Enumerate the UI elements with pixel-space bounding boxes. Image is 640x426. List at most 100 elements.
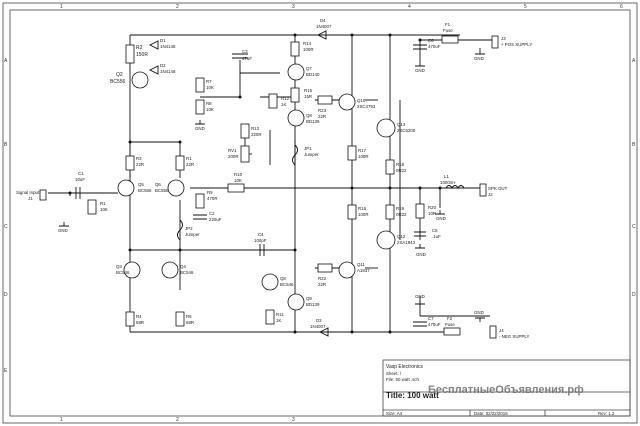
transistor-q8-lower-ref-label: Q8 (280, 276, 286, 281)
resistor-r16-ref-label: R16 (358, 206, 367, 211)
resistor-r1-value-label: 10K (100, 207, 108, 212)
ground-symbol-6-label: GND (474, 56, 484, 61)
transistor-q10-value-label: 2SC4793 (357, 104, 376, 109)
resistor-r15-value-label: 15R (304, 94, 312, 99)
resistor-r6: R6 68R (175, 311, 194, 327)
row-label-d-right: D (632, 292, 636, 298)
col-label-6: 6 (620, 4, 623, 10)
col-label-3-bottom: 3 (292, 417, 295, 423)
fuse-f2: F2 Fuse (443, 316, 461, 336)
col-label-2-bottom: 2 (176, 417, 179, 423)
resistor-r3-ref-label: R3 (136, 156, 142, 161)
resistor-r22-ref-label: R22 (318, 276, 327, 281)
transistor-q10: Q10 2SC4793 (338, 93, 376, 111)
col-label-3: 3 (292, 4, 295, 10)
resistor-r18: R18 0R22 (385, 159, 407, 175)
col-label-2: 2 (176, 4, 179, 10)
resistor-r4: R4 68R (125, 311, 144, 327)
capacitor-c2: C2 220uF (193, 211, 222, 222)
resistor-r6-value-label: 68R (186, 320, 194, 325)
resistor-r10-ref-label: R10 (234, 172, 243, 177)
capacitor-c4: C4 100pF (254, 232, 267, 256)
resistor-r23: R23 22R (317, 95, 333, 119)
capacitor-c6: C6 470uF (413, 38, 441, 50)
resistor-r4-value-label: 68R (136, 320, 144, 325)
resistor-r2-ref-label: R2 (136, 45, 143, 51)
connector-j4-label: - NEG SUPPLY (499, 334, 529, 339)
ground-symbol-5: GND (415, 62, 425, 73)
transistor-q4-ref-label: Q4 (180, 264, 186, 269)
resistor-r1: R1 10K (87, 199, 108, 215)
junction-dots (68, 33, 442, 334)
transistor-q8-lower: Q8 BC546 (261, 273, 294, 291)
title-date: Date: 02/22/2016 (474, 411, 508, 416)
resistor-r23-ref-label: R23 (318, 108, 327, 113)
fuse-f1-value-label: Fuse (443, 28, 453, 33)
transistor-q5: Q5 BC556 (117, 179, 152, 197)
resistor-r11-value-label: 1K (276, 318, 281, 323)
transistor-q13-ref-label: Q13 (397, 122, 406, 127)
capacitor-c7: C7 470uF (413, 316, 441, 327)
ground-symbol-5-label: GND (415, 68, 425, 73)
resistor-r23-value-label: 22R (318, 114, 326, 119)
ground-symbol-7-label: GND (415, 294, 425, 299)
capacitor-c3-value-label: 47uF (242, 56, 252, 61)
title-block: Vasp Electronics Sheet: / File: 50 watt … (382, 359, 631, 417)
diode-d1-value-label: 1N4148 (160, 44, 176, 49)
resistor-r8-ref-label: R8 (206, 101, 212, 106)
title-company: Vasp Electronics (386, 364, 423, 370)
capacitor-c6-ref-label: C6 (428, 38, 434, 43)
transistor-q13: Q13 2SC5200 (376, 118, 416, 138)
transistor-q6: Q6 BC556 (155, 179, 185, 197)
resistor-r18-value-label: 0R22 (396, 168, 407, 173)
ground-symbol-8: GND (474, 310, 485, 322)
diode-d3-value-label: 1N4007 (310, 324, 326, 329)
transistor-q12-value-label: 2SA1943 (397, 240, 416, 245)
capacitor-c4-ref-label: C4 (258, 232, 264, 237)
transistor-q8-value-label: BD139 (306, 119, 320, 124)
transistor-q8-ref-label: Q8 (306, 113, 312, 118)
connector-j3: J3 + POS SUPPLY (491, 35, 532, 49)
resistor-r8-value-label: 10K (206, 107, 214, 112)
resistor-r11-ref-label: R11 (276, 312, 284, 317)
resistor-r15-ref-label: R15 (304, 88, 313, 93)
ground-symbol-4-label: GND (436, 216, 446, 221)
diode-d2: D2 1N4148 (148, 63, 176, 75)
fuse-f2-value-label: Fuse (445, 322, 455, 327)
row-label-a: A (4, 58, 8, 64)
ground-symbol-7: GND (415, 294, 425, 305)
col-label-4: 4 (408, 4, 411, 10)
capacitor-c6-value-label: 470uF (428, 44, 441, 49)
resistor-r3: R3 22R (125, 155, 144, 171)
resistor-r4-ref-label: R4 (136, 314, 142, 319)
fuse-f1-ref-label: F1 (445, 22, 451, 27)
transistor-q9-ref-label: Q9 (306, 296, 312, 301)
resistor-r16: R16 100R (347, 204, 369, 220)
jumper-jp2: JP2 Jumper (177, 219, 200, 241)
title-text: Title: 100 watt (386, 391, 439, 400)
capacitor-c2-value-label: 220uF (209, 217, 222, 222)
resistor-r1-top: R1 22R (175, 155, 194, 171)
transistor-q2-value-label: BC556 (110, 79, 126, 85)
connector-j3-ref-label: J3 (501, 36, 506, 41)
potentiometer-rv1-ref-label: RV1 (228, 148, 237, 153)
resistor-r13-value-label: 220R (251, 132, 262, 137)
col-label-1-bottom: 1 (60, 417, 63, 423)
transistor-q2: Q2 BC556 (110, 71, 149, 89)
ground-symbol: GND (195, 120, 205, 131)
connector-j2-label: SPK OUT (488, 186, 508, 191)
transistor-q11-value-label: A1837 (357, 268, 370, 273)
title-rev: Rev: 1.2 (598, 411, 615, 416)
resistor-r2: R2 150R (125, 44, 148, 64)
resistor-r18-ref-label: R18 (396, 162, 405, 167)
connector-j1-ref-label: J1 (28, 196, 33, 201)
resistor-r16-value-label: 100R (358, 212, 369, 217)
diode-d3: D3 1N4007 (310, 318, 329, 337)
transistor-q2-ref-label: Q2 (116, 72, 123, 78)
resistor-r17-value-label: 100R (358, 154, 369, 159)
connector-j3-label: + POS SUPPLY (501, 42, 532, 47)
col-label-5: 5 (524, 4, 527, 10)
resistor-r13-ref-label: R13 (251, 126, 260, 131)
transistor-q8: Q8 BD139 (287, 109, 320, 127)
